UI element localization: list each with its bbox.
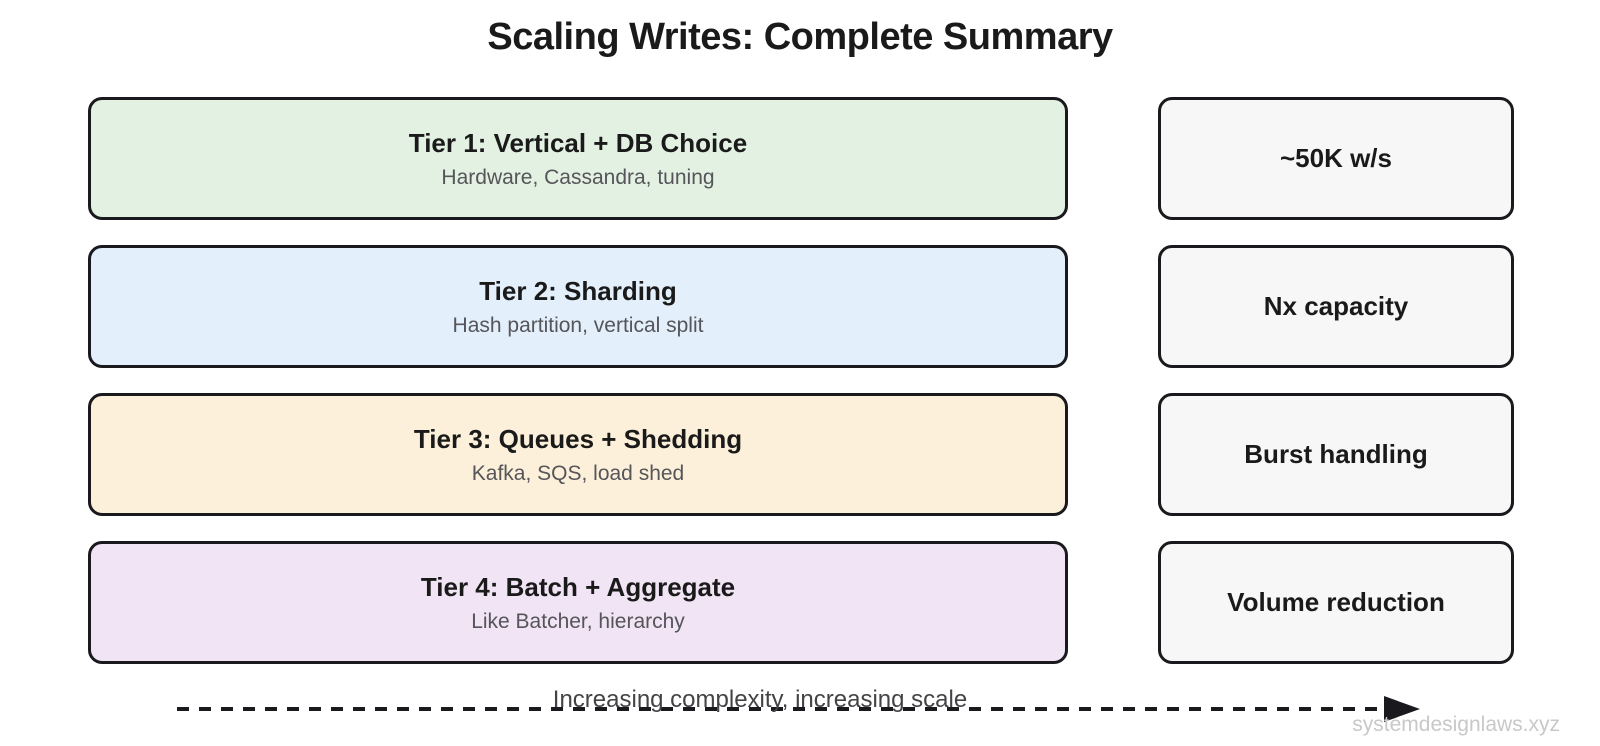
tier4-row: Tier 4: Batch + Aggregate Like Batcher, … [0,541,1600,664]
tier2-capacity-box: Nx capacity [1158,245,1514,368]
tier1-title: Tier 1: Vertical + DB Choice [408,127,748,158]
tier1-row: Tier 1: Vertical + DB Choice Hardware, C… [0,97,1600,220]
tier1-capacity-box: ~50K w/s [1158,97,1514,220]
tier3-box: Tier 3: Queues + Shedding Kafka, SQS, lo… [88,393,1068,516]
tier3-capacity-box: Burst handling [1158,393,1514,516]
tier4-capacity-box: Volume reduction [1158,541,1514,664]
tier4-capacity-label: Volume reduction [1227,587,1445,617]
tier4-title: Tier 4: Batch + Aggregate [420,571,736,602]
tier2-title: Tier 2: Sharding [479,275,677,306]
axis-label: Increasing complexity, increasing scale [552,686,968,713]
tier1-subtitle: Hardware, Cassandra, tuning [441,165,715,189]
tier2-row: Tier 2: Sharding Hash partition, vertica… [0,245,1600,368]
tier2-subtitle: Hash partition, vertical split [452,313,704,337]
tier2-capacity-label: Nx capacity [1263,291,1409,321]
tier3-title: Tier 3: Queues + Shedding [413,423,743,454]
tier4-box: Tier 4: Batch + Aggregate Like Batcher, … [88,541,1068,664]
tier1-box: Tier 1: Vertical + DB Choice Hardware, C… [88,97,1068,220]
tier3-subtitle: Kafka, SQS, load shed [471,461,685,485]
tier1-capacity-label: ~50K w/s [1279,143,1392,173]
tier4-subtitle: Like Batcher, hierarchy [471,609,685,633]
tier3-row: Tier 3: Queues + Shedding Kafka, SQS, lo… [0,393,1600,516]
diagram-title: Scaling Writes: Complete Summary [487,16,1113,58]
watermark: systemdesignlaws.xyz [1352,713,1560,736]
tier2-box: Tier 2: Sharding Hash partition, vertica… [88,245,1068,368]
tier3-capacity-label: Burst handling [1244,439,1428,469]
